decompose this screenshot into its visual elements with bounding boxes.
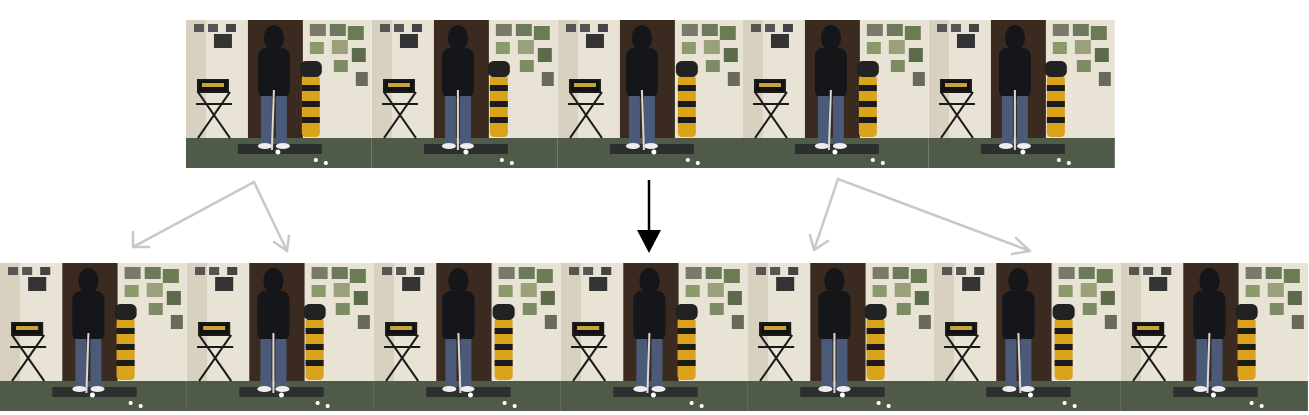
bottom-sequence-frame: [186, 263, 374, 411]
bottom-sequence-frame: [373, 263, 561, 411]
bottom-sequence-frame: [747, 263, 935, 411]
bottom-sequence-frame: [560, 263, 748, 411]
bottom-sequence-frame: [934, 263, 1122, 411]
top-frame-sequence: [186, 20, 1115, 168]
bottom-sequence-frame: [0, 263, 187, 411]
arrow-split-right: [808, 177, 1032, 256]
top-sequence-frame: [929, 20, 1115, 168]
top-sequence-frame: [371, 20, 558, 168]
arrow-selected-center: [637, 180, 661, 253]
bottom-sequence-frame: [1121, 263, 1309, 411]
arrow-split-left: [131, 180, 291, 253]
top-sequence-frame: [557, 20, 744, 168]
bottom-frame-sequence: [0, 263, 1309, 411]
top-sequence-frame: [743, 20, 930, 168]
top-sequence-frame: [186, 20, 372, 168]
